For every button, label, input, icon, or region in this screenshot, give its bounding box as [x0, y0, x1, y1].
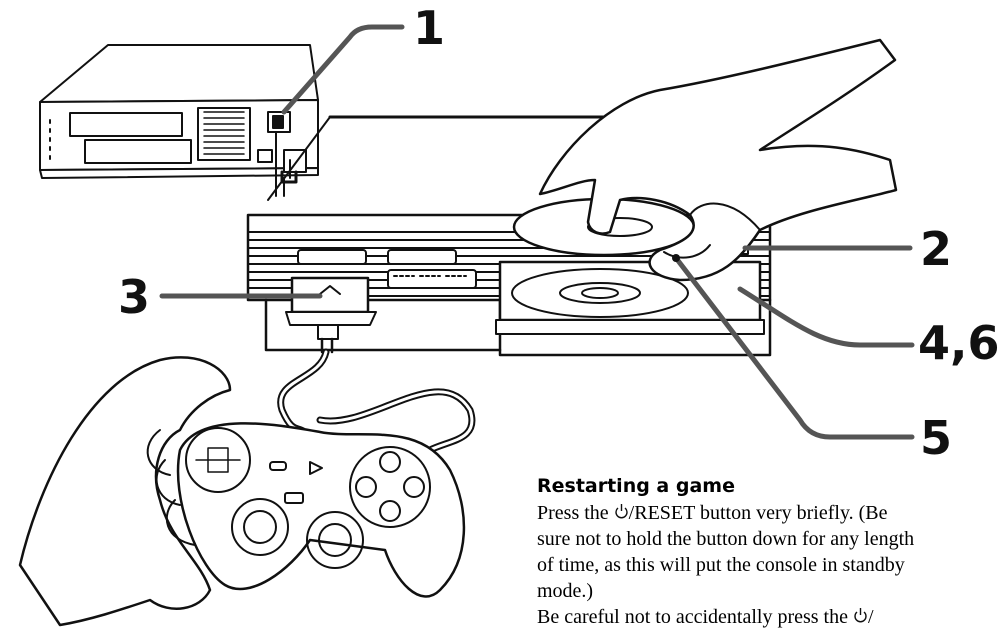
power-standby-icon	[615, 504, 628, 519]
body-line-2: sure not to hold the button down for any…	[537, 528, 915, 550]
leader-line-5	[673, 255, 915, 440]
callout-1: 1	[413, 1, 446, 55]
callout-3: 3	[118, 270, 151, 324]
leader-line-46	[737, 286, 915, 348]
callout-4-6: 4,6	[918, 316, 998, 370]
leader-line-1	[281, 24, 405, 115]
hand-holding-controller	[18, 356, 232, 627]
body-line-4: mode.)	[537, 580, 594, 602]
callout-2: 2	[920, 222, 953, 276]
section-heading: Restarting a game	[537, 475, 735, 497]
body-line-3: of time, as this will put the console in…	[537, 554, 905, 576]
callout-5: 5	[920, 411, 953, 465]
power-standby-icon	[854, 608, 867, 623]
body-line-5: Be careful not to accidentally press the…	[537, 606, 874, 628]
restart-game-section: Restarting a game Press the /RESET butto…	[537, 474, 998, 630]
body-line-1: Press the /RESET button very briefly. (B…	[537, 502, 888, 524]
controller	[176, 422, 466, 598]
controller-plug	[285, 276, 377, 354]
console-rear-view	[39, 44, 319, 184]
hand-holding-disc	[512, 38, 898, 282]
